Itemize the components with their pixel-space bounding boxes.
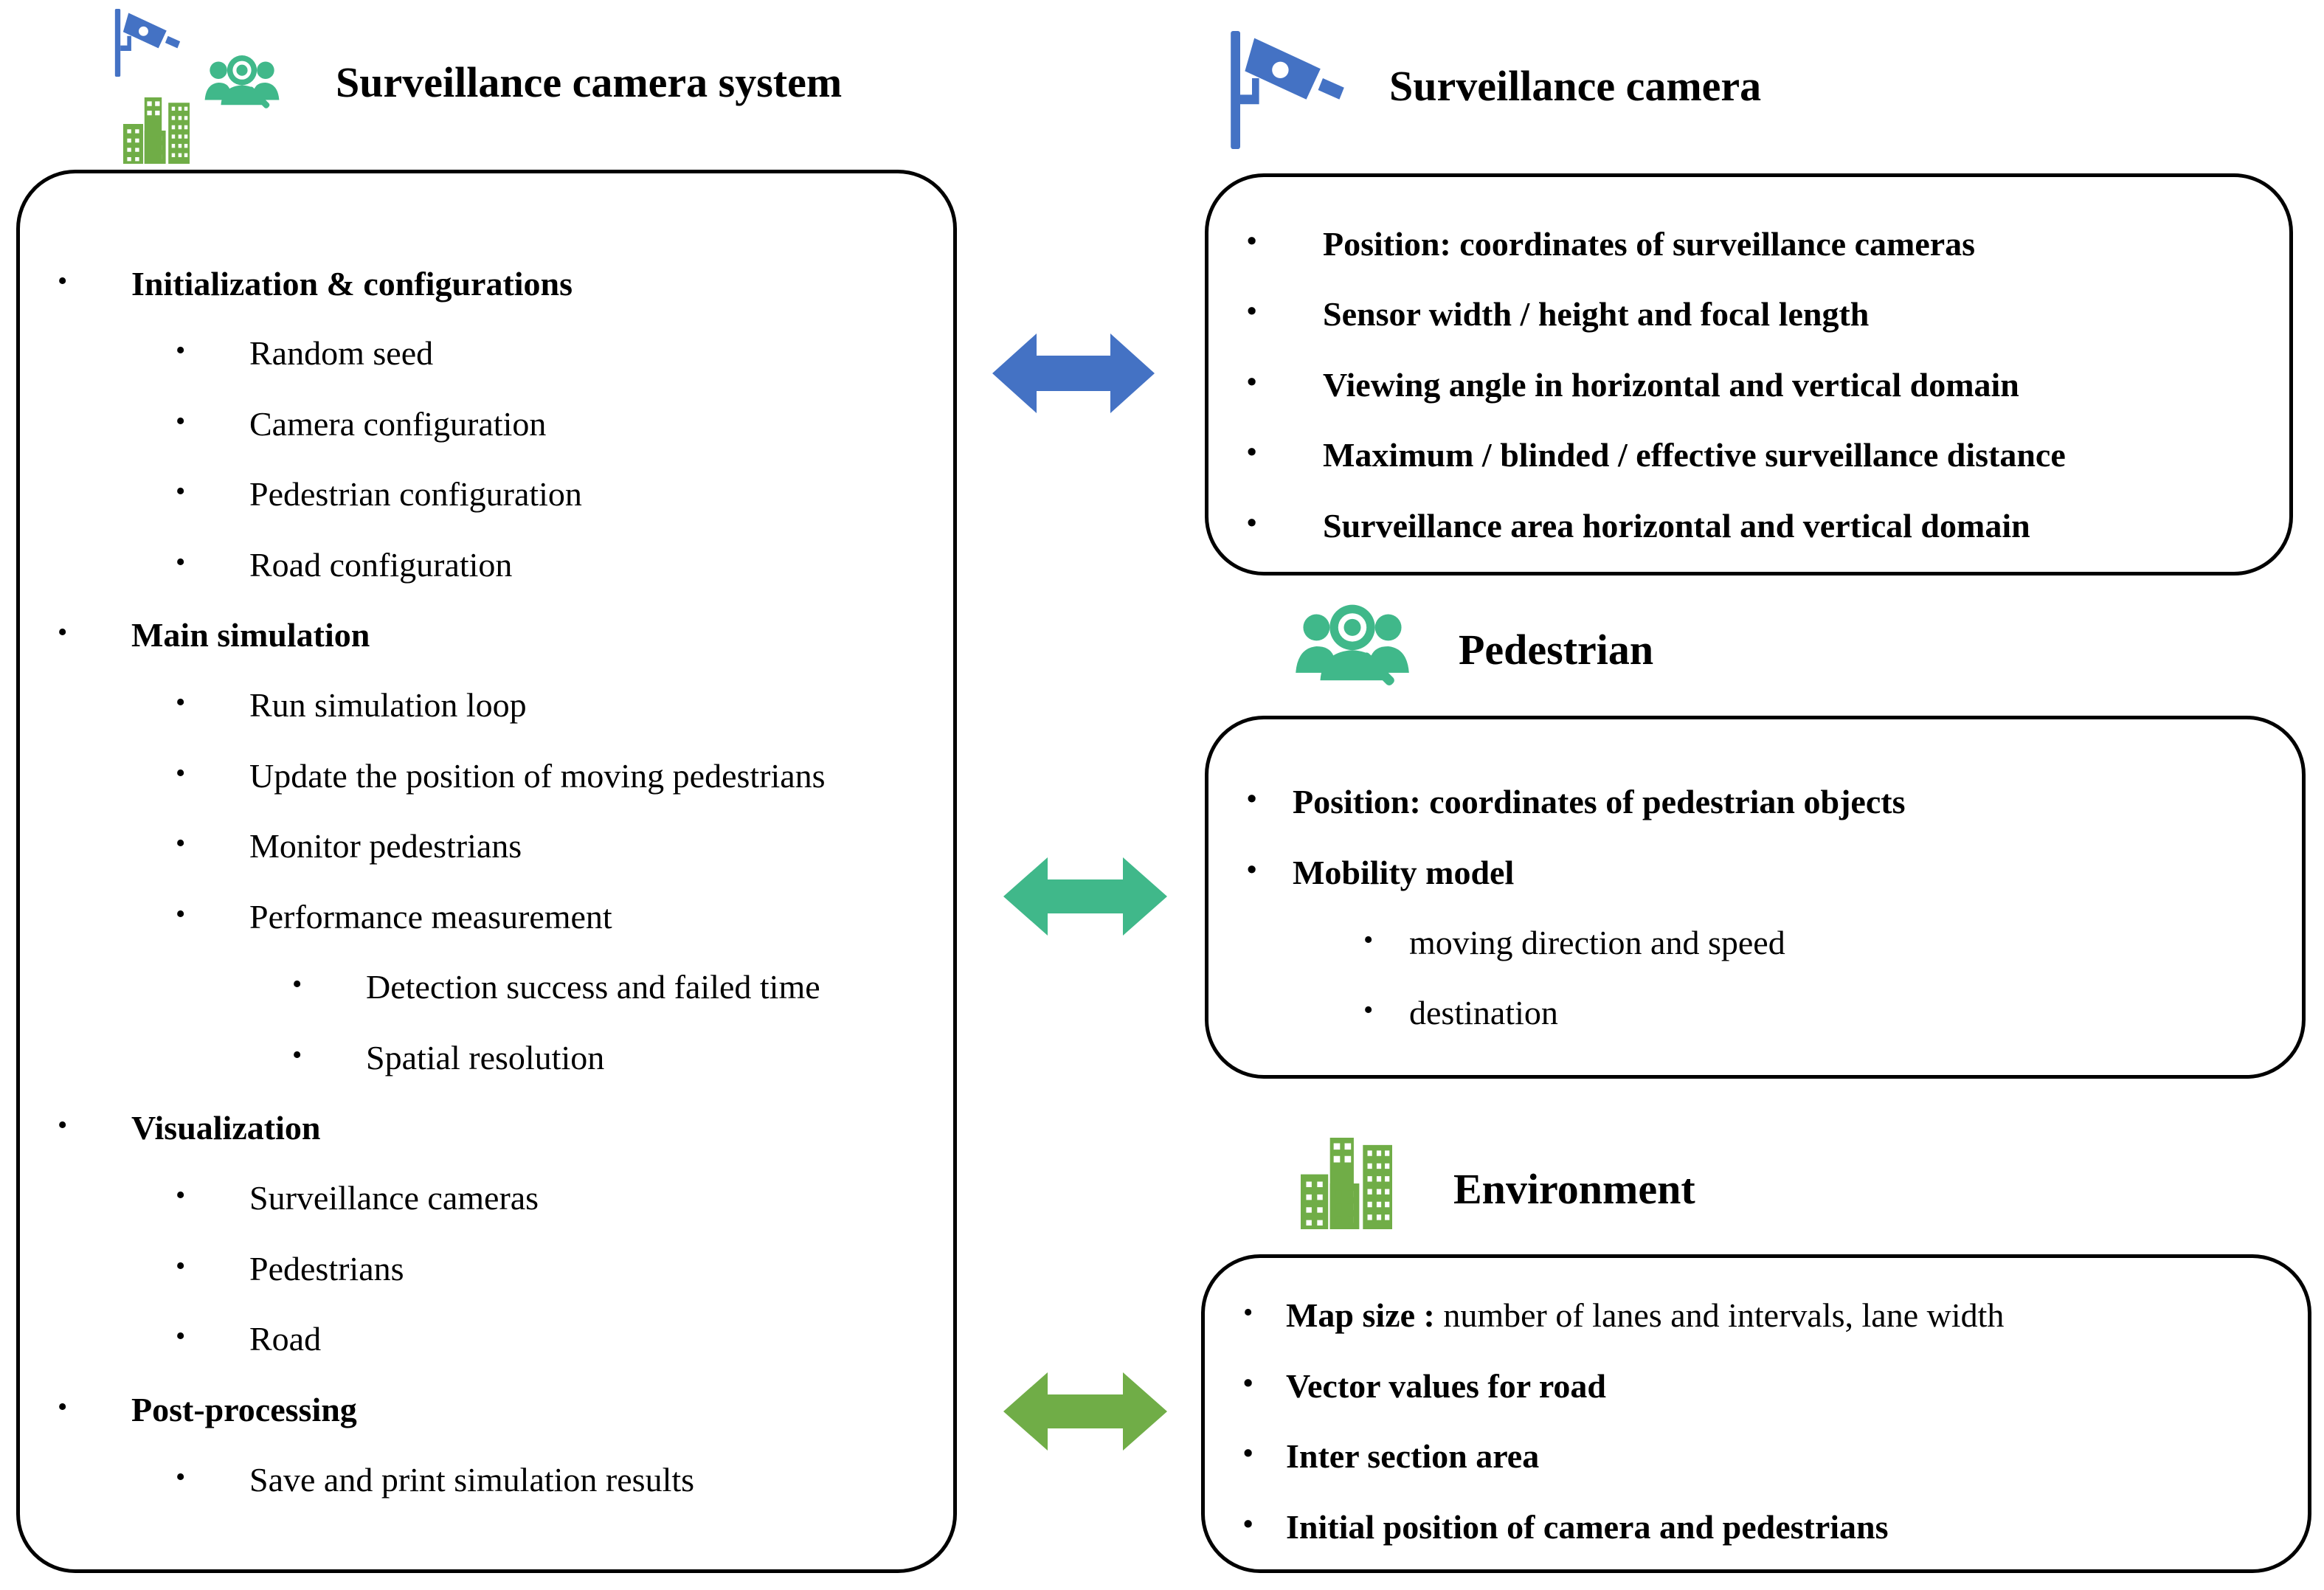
system-box: [16, 170, 957, 1573]
pedestrian-icon: [1290, 599, 1415, 694]
buildings-icon: [1286, 1138, 1407, 1229]
pedestrian-icon: [201, 52, 283, 114]
camera-icon: [111, 9, 184, 77]
pedestrian-link-arrow: [1003, 857, 1167, 936]
environment-title: Environment: [1453, 1165, 1695, 1213]
environment-box: [1201, 1254, 2311, 1573]
pedestrian-box: [1205, 716, 2306, 1079]
camera-title: Surveillance camera: [1389, 62, 1762, 110]
camera-link-arrow: [992, 333, 1155, 413]
camera-box: [1205, 173, 2293, 575]
system-title: Surveillance camera system: [336, 58, 843, 106]
camera-icon: [1228, 31, 1346, 149]
environment-link-arrow: [1003, 1372, 1167, 1451]
pedestrian-title: Pedestrian: [1459, 626, 1654, 674]
buildings-icon: [117, 97, 196, 164]
